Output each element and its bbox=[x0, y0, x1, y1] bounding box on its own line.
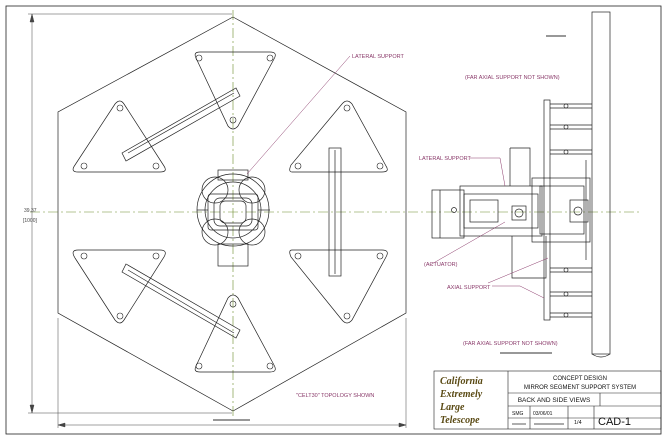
logo-line: Large bbox=[439, 402, 465, 413]
logo-line: California bbox=[440, 376, 483, 387]
label-lateral-support-side: LATERAL SUPPORT bbox=[419, 156, 471, 162]
leader-lines bbox=[246, 55, 549, 299]
axial-rods bbox=[550, 103, 592, 318]
triangle-plate bbox=[72, 100, 166, 173]
label-axial-support: AXIAL SUPPORT bbox=[447, 285, 491, 291]
back-view bbox=[30, 10, 640, 421]
dimension-value: 39.37 bbox=[24, 208, 37, 214]
central-hub bbox=[196, 169, 270, 267]
label-actuator: (ACTUATOR) bbox=[424, 262, 458, 268]
triangle-plates bbox=[72, 51, 388, 373]
logo-line: Telescope bbox=[440, 415, 480, 426]
title-block bbox=[433, 370, 662, 430]
triangle-plate bbox=[194, 294, 276, 373]
hexagon-mirror-segment bbox=[57, 16, 407, 412]
drawing-number: CAD-1 bbox=[598, 416, 631, 428]
logo-line: Extremely bbox=[439, 389, 483, 400]
actuator-body bbox=[431, 189, 465, 239]
label-far-axial-top: (FAR AXIAL SUPPORT NOT SHOWN) bbox=[465, 75, 560, 81]
side-view bbox=[431, 11, 611, 358]
label-far-axial-bottom: (FAR AXIAL SUPPORT NOT SHOWN) bbox=[463, 341, 558, 347]
triangle-plate bbox=[289, 249, 388, 324]
dimension-value-mm: [1000] bbox=[23, 218, 38, 224]
triangle-plate bbox=[289, 100, 388, 173]
drawing-date: 03/06/01 bbox=[533, 411, 553, 417]
drawn-by: SMG bbox=[512, 411, 524, 417]
strut-bars bbox=[121, 87, 342, 339]
title-mirror-segment: MIRROR SEGMENT SUPPORT SYSTEM bbox=[524, 385, 636, 391]
logo-california-elt: California Extremely Large Telescope bbox=[439, 376, 483, 426]
sheet-border bbox=[5, 5, 662, 435]
label-topology: "CELT30" TOPOLOGY SHOWN bbox=[296, 393, 374, 399]
triangle-plate bbox=[72, 249, 166, 324]
sheet-number: 1/4 bbox=[574, 420, 582, 426]
bolt-holes bbox=[80, 54, 384, 370]
triangle-plate bbox=[194, 51, 276, 130]
label-lateral-support-top: LATERAL SUPPORT bbox=[352, 54, 404, 60]
sheet-title: BACK AND SIDE VIEWS bbox=[518, 397, 591, 404]
dimension-overall bbox=[28, 13, 232, 414]
title-concept-design: CONCEPT DESIGN bbox=[553, 376, 607, 382]
mirror-segment-edge bbox=[591, 11, 611, 355]
dimension-bottom bbox=[57, 318, 407, 428]
